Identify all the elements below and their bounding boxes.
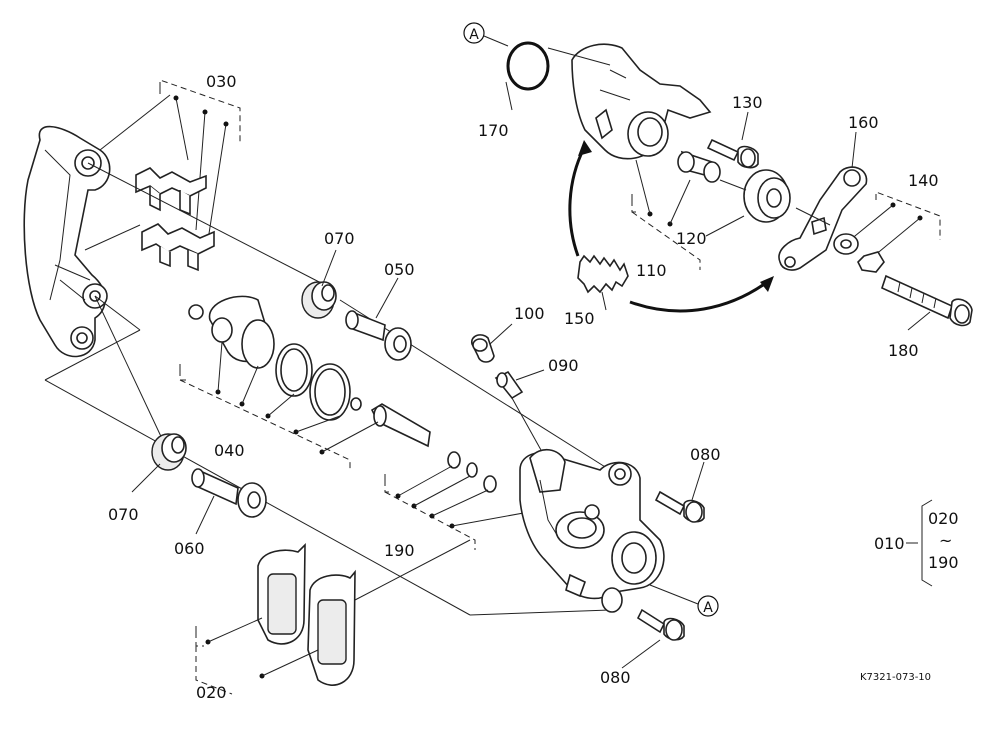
callout-170: 170	[478, 121, 509, 140]
callout-150: 150	[564, 309, 595, 328]
caliper-body-detail-A	[547, 43, 712, 160]
bolt-180	[881, 274, 973, 327]
callout-180: 180	[888, 341, 919, 360]
callout-080-upper: 080	[690, 445, 721, 464]
bleeder-cap-100	[471, 334, 495, 363]
seal-set-190	[384, 451, 541, 550]
callout-070-lower: 070	[108, 505, 139, 524]
caliper-bracket	[23, 125, 111, 358]
callout-190: 190	[384, 541, 415, 560]
assembly-range-tilde: ~	[939, 531, 952, 550]
marker-A-top: A	[463, 22, 509, 47]
reference-lines-bracket	[44, 94, 611, 616]
bearing-120	[719, 169, 791, 223]
callout-060: 060	[174, 539, 205, 558]
o-ring-170	[506, 41, 550, 91]
callout-110: 110	[636, 261, 667, 280]
callout-090: 090	[548, 356, 579, 375]
caliper-body	[519, 449, 665, 613]
callout-140: 140	[908, 171, 939, 190]
assembly-arrows	[568, 140, 774, 313]
callout-070-upper: 070	[324, 229, 355, 248]
piston-seal-set-040	[179, 295, 431, 470]
boot-070-upper	[301, 281, 337, 319]
pad-spring-set-030	[135, 79, 241, 272]
assembly-range-from: 020	[928, 509, 959, 528]
callout-050: 050	[384, 260, 415, 279]
brake-pad-set-020	[195, 539, 471, 695]
callout-160: 160	[848, 113, 879, 132]
svg-text:A: A	[469, 27, 479, 43]
slide-pin-060	[191, 468, 267, 518]
callout-120: 120	[676, 229, 707, 248]
bolt-080-lower	[636, 608, 685, 641]
marker-A-bottom: A	[649, 584, 719, 617]
drawing-code: K7321-073-10	[860, 672, 931, 683]
callout-030: 030	[206, 72, 237, 91]
callout-100: 100	[514, 304, 545, 323]
callout-080-lower: 080	[600, 668, 631, 687]
bolt-080-upper	[654, 490, 705, 523]
bolt-130	[706, 138, 759, 169]
spring-150	[577, 254, 629, 294]
assembly-range-010: 010 020 ~ 190	[874, 499, 959, 587]
callout-130: 130	[732, 93, 763, 112]
svg-text:A: A	[703, 600, 713, 616]
callout-labels: 030 070 050 040 070 060 020 100 090 080 …	[108, 72, 939, 702]
callout-020: 020	[196, 683, 227, 702]
slide-pin-050	[339, 299, 611, 471]
callout-040: 040	[214, 441, 245, 460]
lever-160	[778, 166, 868, 271]
assembly-main-number: 010	[874, 534, 905, 553]
washer-nut-140	[833, 191, 941, 273]
assembly-range-to: 190	[928, 553, 959, 572]
leader-lines	[131, 81, 931, 669]
adjuster-110	[631, 150, 721, 270]
boot-070-lower	[151, 433, 187, 471]
